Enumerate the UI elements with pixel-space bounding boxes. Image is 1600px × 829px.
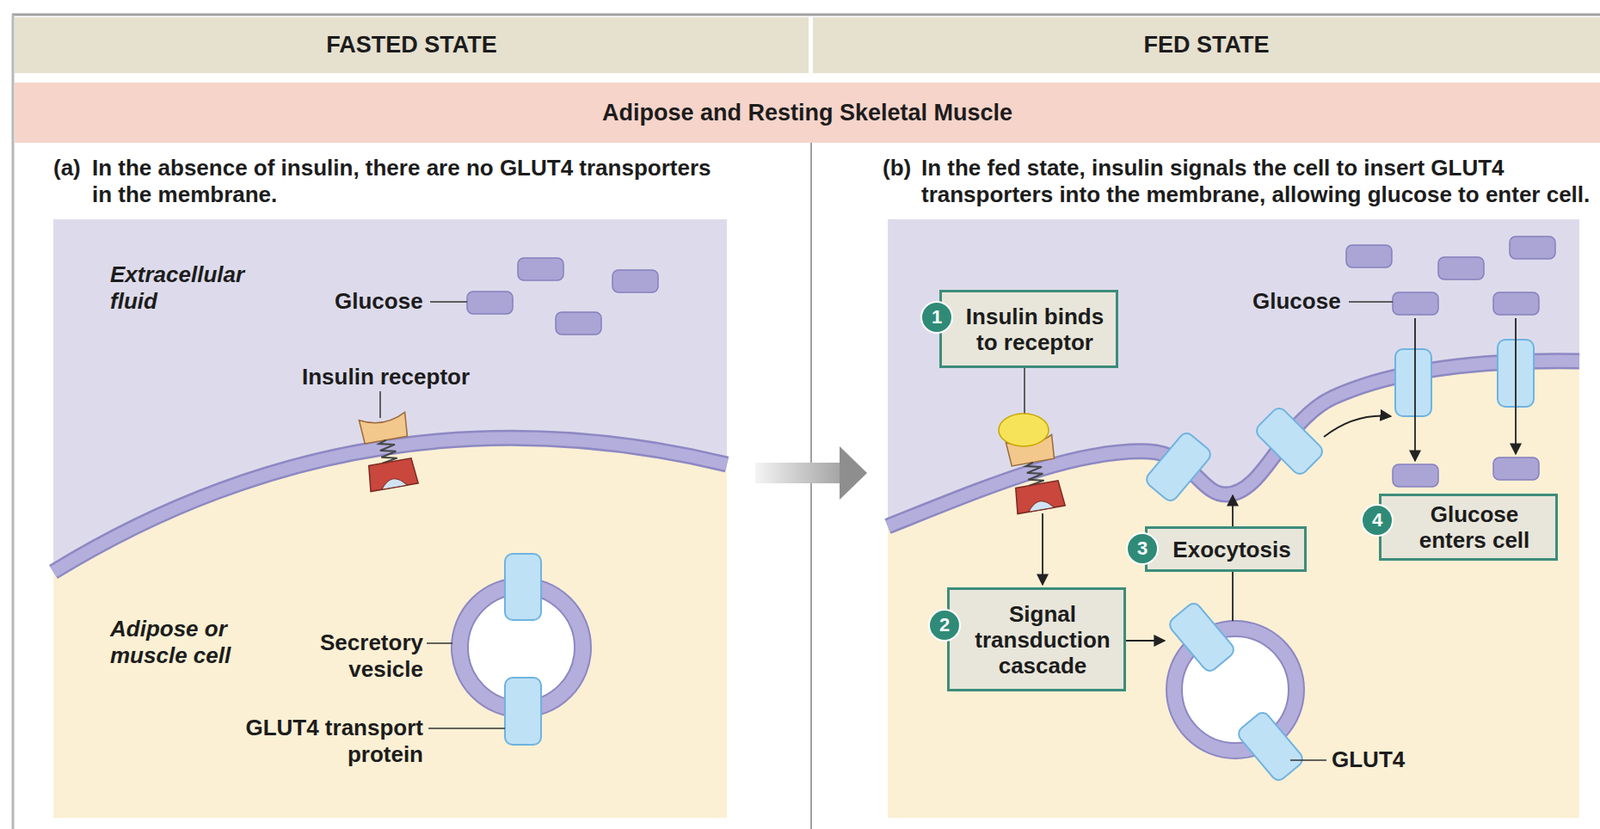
glucose-molecule (555, 312, 602, 335)
step-box: Signal transduction cascade (947, 587, 1127, 692)
glucose-molecule (612, 270, 659, 293)
glucose-flow-arrow (1514, 318, 1517, 455)
cytoplasm (887, 361, 1580, 819)
glucose-molecule (1493, 457, 1539, 480)
glucose-molecule (1392, 464, 1439, 487)
band-title: FASTED STATE (326, 31, 498, 59)
step-text: Insulin binds to receptor (960, 303, 1109, 356)
exocytosis-line (1231, 572, 1234, 622)
leader-line (1023, 368, 1026, 415)
glut4-transporter (504, 553, 542, 621)
glucose-molecule (1493, 292, 1539, 315)
step-text: Exocytosis (1172, 536, 1291, 563)
glucose-molecule (517, 258, 564, 281)
tissue-band: Adipose and Resting Skeletal Muscle (14, 82, 1600, 143)
cytoplasm (53, 437, 727, 819)
step-text: Glucose enters cell (1400, 501, 1549, 554)
panel-letter: (b) (882, 154, 911, 182)
extracellular-fluid (887, 219, 1580, 819)
insulin-molecule (998, 413, 1049, 447)
band-title: Adipose and Resting Skeletal Muscle (602, 99, 1013, 127)
glucose-molecule (1438, 257, 1484, 280)
extracellular-fluid (53, 219, 727, 819)
insulin-receptor (357, 412, 419, 492)
molecule-label: Glucose (1252, 288, 1365, 315)
band-title: FED STATE (1144, 31, 1270, 59)
step-box: Insulin binds to receptor (939, 289, 1119, 369)
part-label: Insulin receptor (301, 363, 509, 391)
state-panel: (b)In the fed state, insulin signals the… (882, 154, 1580, 819)
leader-line (430, 301, 468, 303)
insertion-arrow (1323, 416, 1391, 438)
state-header: FASTED STATE (14, 17, 809, 74)
leader-line (426, 642, 453, 645)
region-label: Adipose or muscle cell (110, 615, 253, 670)
leader-line (379, 391, 382, 419)
leader-line (428, 727, 505, 730)
panel-divider (810, 142, 813, 829)
exocytosis-arrow (1231, 495, 1234, 527)
signal-arrow (1041, 513, 1044, 585)
step-box: Glucose enters cell (1378, 493, 1558, 561)
callout-number: 1 (920, 301, 954, 334)
glucose-molecule (1346, 245, 1392, 268)
part-label: GLUT4 transport protein (232, 714, 424, 769)
part-label: Secretory vesicle (294, 629, 424, 684)
glucose-molecule (1392, 292, 1439, 315)
glut4-transporter (1253, 405, 1325, 477)
callout-number: 3 (1126, 532, 1159, 566)
insulin-receptor (1004, 434, 1065, 514)
leader-line (1348, 301, 1393, 303)
callout-number: 2 (928, 609, 961, 642)
glut4-transporter (1166, 600, 1237, 674)
glucose-molecule (467, 291, 513, 314)
glucose-flow-arrow (1414, 318, 1416, 462)
signal-arrow (1126, 640, 1165, 642)
step-box: Exocytosis (1144, 526, 1307, 573)
part-label: GLUT4 (1331, 746, 1427, 774)
glut4-transporter (1143, 430, 1213, 504)
step-text: Signal transduction cascade (968, 601, 1117, 679)
panel-heading: In the absence of insulin, there are no … (92, 154, 725, 209)
panel-letter: (a) (53, 154, 81, 182)
glucose-molecule (1509, 236, 1556, 259)
molecule-label: Glucose (334, 288, 447, 315)
callout-number: 4 (1360, 504, 1394, 537)
panel-heading: In the fed state, insulin signals the ce… (921, 154, 1600, 209)
glut4-transporter (1235, 709, 1305, 783)
transition-arrow (755, 462, 840, 484)
region-label: Extracellular fluid (110, 261, 265, 315)
frame-line (12, 13, 1600, 17)
leader-line (1290, 759, 1327, 762)
glut4-transporter (1395, 349, 1432, 417)
state-header: FED STATE (812, 17, 1600, 74)
glut4-transporter (504, 677, 542, 745)
